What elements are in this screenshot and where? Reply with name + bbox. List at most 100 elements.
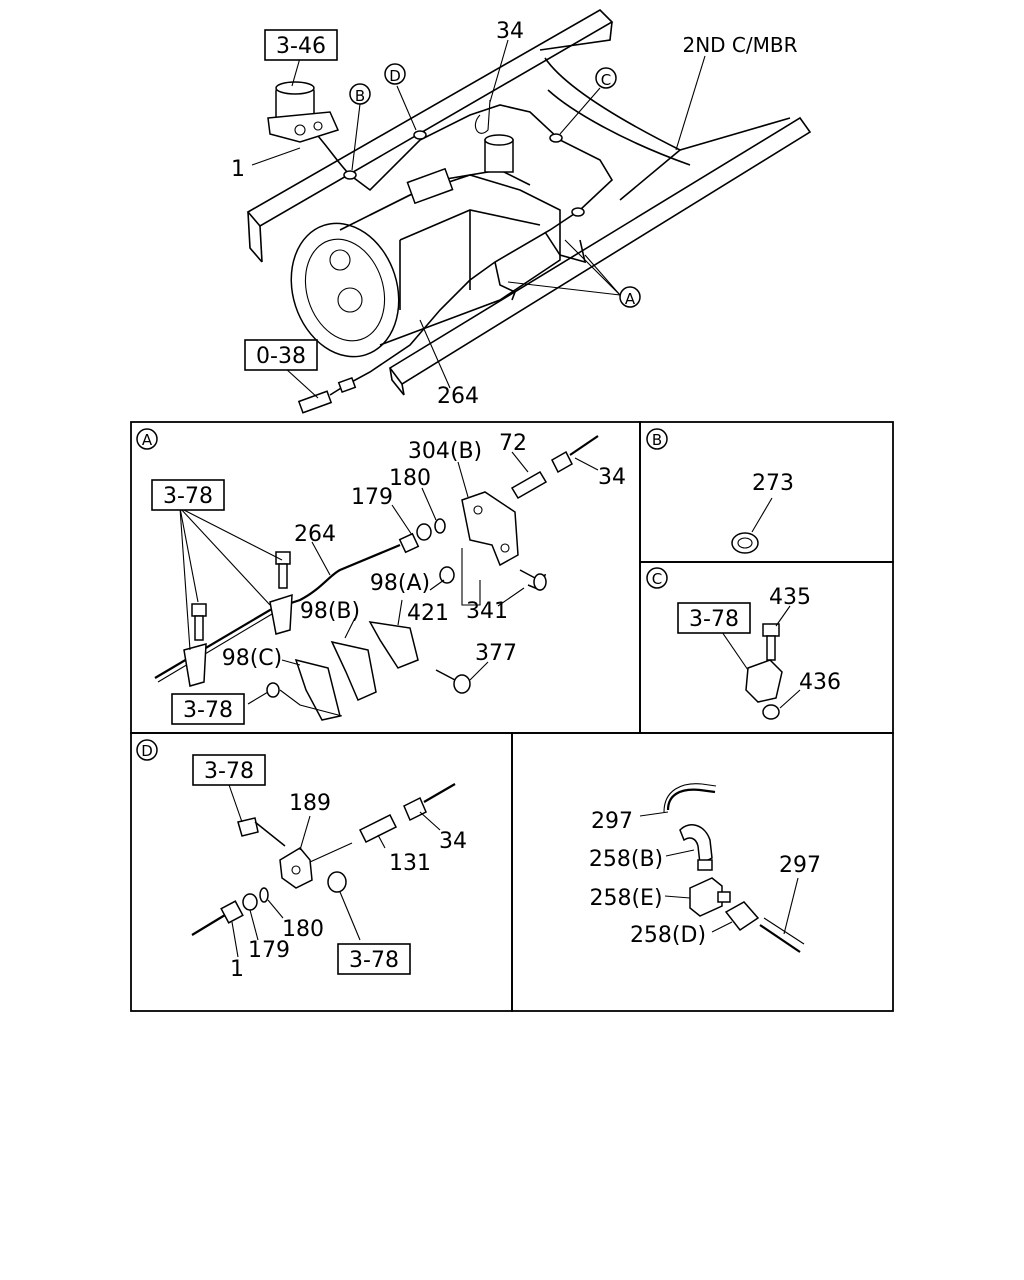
end-fitting: [297, 376, 357, 414]
label-34-d: 34: [439, 829, 467, 854]
fitting-b-overview: [343, 170, 357, 180]
panel-e-frame: [511, 732, 894, 1012]
fitting-c-overview: [549, 133, 563, 143]
panel-d-letter: D: [136, 739, 158, 761]
panel-e: 297 258(B) 258(E) 258(D) 297: [589, 783, 821, 953]
panel-b: B 273: [646, 428, 794, 554]
label-258e: 258(E): [589, 886, 662, 911]
bolt-377: [435, 669, 471, 694]
pipe-34-a: [569, 435, 599, 456]
label-98b: 98(B): [300, 599, 360, 624]
svg-text:A: A: [625, 290, 636, 308]
panel-frames: [130, 421, 894, 1012]
nut-179-a: [398, 532, 420, 554]
svg-text:B: B: [355, 87, 365, 105]
overview-drawing: 3-46 0-38 34 2ND C/MBR 1 264 B D C A: [231, 9, 812, 414]
label-34-a: 34: [598, 465, 626, 490]
label-189: 189: [289, 791, 331, 816]
label-98c: 98(C): [222, 646, 283, 671]
label-341: 341: [466, 599, 508, 624]
ref-box-3-46: [264, 29, 338, 61]
panel-d-ref-top: 3-78: [204, 759, 254, 784]
nut-179-d: [242, 893, 258, 911]
label-98a: 98(A): [370, 571, 430, 596]
nut-436: [762, 704, 780, 720]
panel-c: C 3-78 435 436: [646, 567, 841, 720]
washer-180: [434, 518, 446, 534]
callout-264: 264: [437, 384, 479, 409]
pipe-1: [191, 914, 226, 936]
nut-d-bottom: [327, 871, 347, 893]
panel-c-ref: 3-78: [689, 607, 739, 632]
svg-text:D: D: [141, 742, 153, 760]
panel-a-ref-box-bottom: [171, 693, 245, 725]
panel-d-ref-box-bottom: [337, 943, 411, 975]
panel-b-letter: B: [646, 428, 668, 450]
label-258b: 258(B): [589, 847, 663, 872]
circle-letter-d-overview: D: [384, 63, 406, 85]
leader-circle-a-2: [584, 254, 621, 296]
panel-a-ref-bottom: 3-78: [183, 698, 233, 723]
nut-bottom-a: [266, 682, 280, 698]
label-436: 436: [799, 670, 841, 695]
nut-34-d: [403, 796, 427, 822]
hose-297-top: [666, 788, 716, 811]
washer-180-d: [259, 887, 269, 903]
bolt-lower-left: [191, 603, 207, 641]
fitting-d-overview: [413, 130, 427, 140]
leader-3-46: [291, 57, 301, 87]
label-180-d: 180: [282, 917, 324, 942]
clip-bracket-1: [494, 261, 517, 301]
callout-34: 34: [496, 19, 524, 44]
nut-72: [551, 450, 573, 474]
elbow-258b-nut: [697, 859, 713, 871]
clip-lower: [183, 643, 207, 687]
bracket-98c: [294, 658, 341, 721]
panel-d-ref-bottom: 3-78: [349, 948, 399, 973]
pipe-route: [317, 99, 614, 386]
label-180-a: 180: [389, 466, 431, 491]
leader-circle-b: [351, 103, 361, 171]
bolt-d-top: [237, 817, 286, 847]
label-179-d: 179: [248, 938, 290, 963]
bolt-upper-left: [275, 551, 291, 589]
leader-264: [419, 319, 451, 389]
elbow-258b: [679, 824, 713, 866]
nut-421: [439, 566, 455, 584]
grommet-273: [731, 532, 759, 554]
panel-d-frame: [130, 732, 513, 1012]
ref-box-0-38: [244, 339, 318, 371]
svg-text:C: C: [652, 570, 662, 588]
clip-c: [745, 659, 783, 703]
hose-297-right: [759, 924, 801, 953]
callout-1: 1: [231, 157, 245, 182]
label-2nd-c-mbr: 2ND C/MBR: [682, 33, 797, 57]
panel-a: A: [136, 428, 626, 725]
bolt-341: [519, 569, 547, 592]
valve-assembly: [267, 81, 340, 143]
tee-258e-stub: [717, 891, 731, 903]
nut-179-b: [416, 523, 432, 541]
connector-258d: [724, 901, 760, 932]
tee-258e: [689, 877, 723, 917]
panel-c-letter: C: [646, 567, 668, 589]
leader-circle-a-3: [564, 239, 621, 296]
label-258d: 258(D): [630, 923, 706, 948]
clip-bracket-2: [544, 231, 587, 264]
panel-a-letter: A: [136, 428, 158, 450]
label-131: 131: [389, 851, 431, 876]
leader-1: [251, 147, 301, 166]
leader-34: [489, 39, 509, 103]
leader-0-38: [284, 367, 319, 399]
leader-circle-c: [559, 87, 601, 135]
bracket-98a: [368, 621, 419, 669]
label-435: 435: [769, 585, 811, 610]
label-377: 377: [475, 641, 517, 666]
label-1-d: 1: [230, 957, 244, 982]
leader-circle-a-1: [507, 281, 621, 296]
svg-text:A: A: [142, 431, 153, 449]
svg-text:B: B: [652, 431, 662, 449]
ref-label-3-46: 3-46: [276, 34, 326, 59]
bracket-98b: [330, 640, 377, 701]
svg-text:C: C: [601, 71, 611, 89]
